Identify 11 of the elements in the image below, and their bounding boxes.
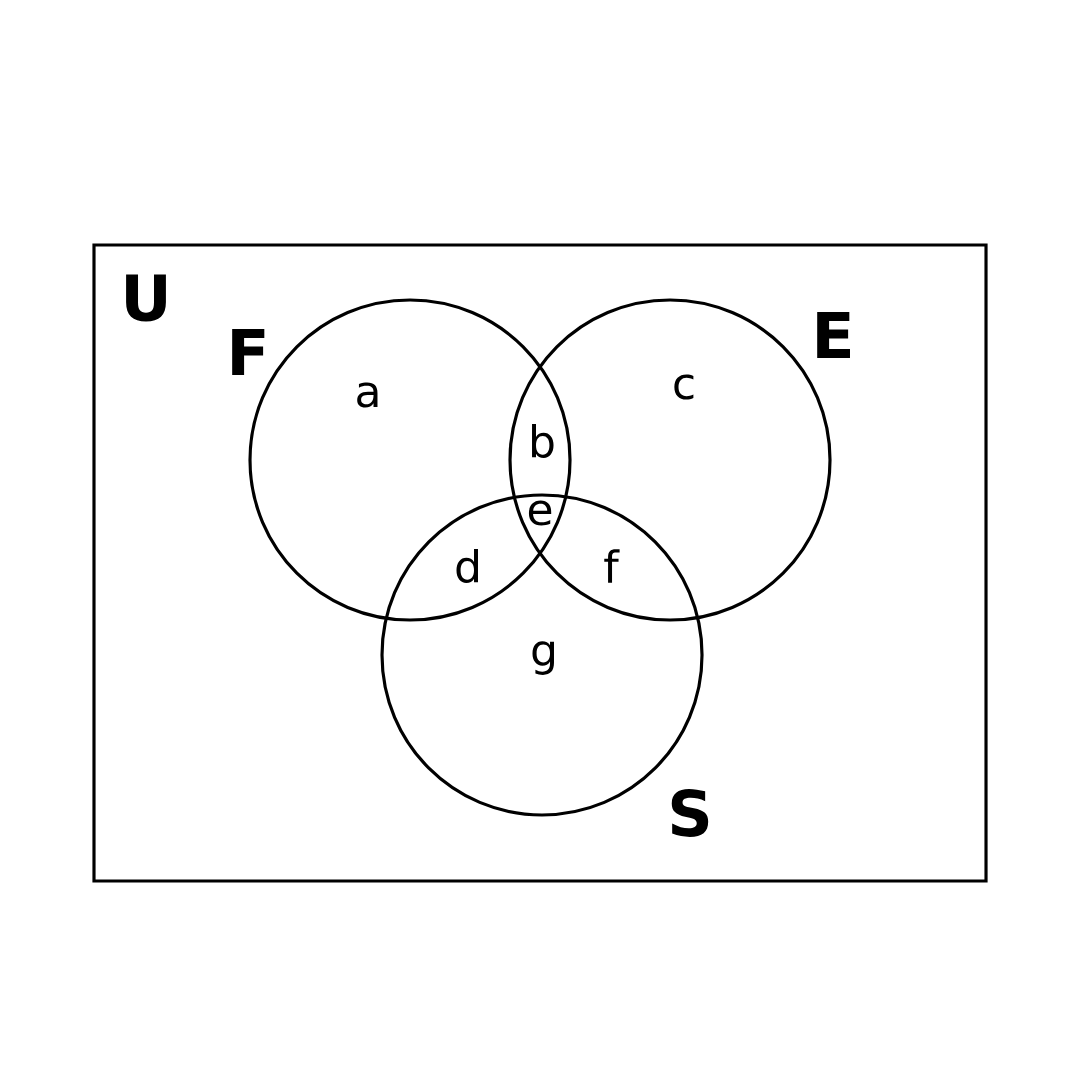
set-label: S [671,789,709,837]
region-letter: a [357,382,378,408]
set-label: U [126,274,166,322]
region-letter: e [528,500,552,526]
region-letter: g [532,641,554,675]
region-letter: b [532,423,554,458]
region-letter: f [604,549,620,583]
region-letter: c [674,374,694,400]
region-letter: d [456,548,478,583]
set-label: F [232,328,265,376]
set-label: E [817,311,850,359]
